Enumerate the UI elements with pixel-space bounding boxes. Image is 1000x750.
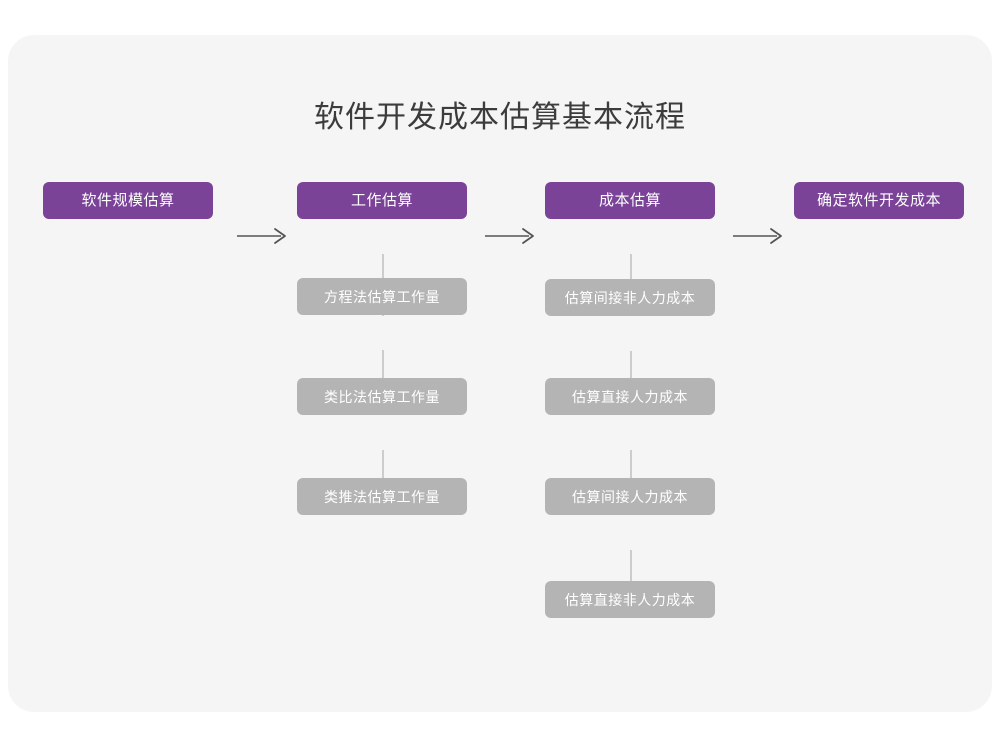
arrow-step2-to-step3	[483, 225, 539, 247]
sub-node-step-2-2[interactable]: 类比法估算工作量	[297, 378, 467, 415]
flow-node-step-4[interactable]: 确定软件开发成本	[794, 182, 964, 219]
sub-node-step-3-3[interactable]: 估算间接人力成本	[545, 478, 715, 515]
flow-node-step-1[interactable]: 软件规模估算	[43, 182, 213, 219]
sub-node-step-3-4[interactable]: 估算直接非人力成本	[545, 581, 715, 618]
sub-node-step-3-2[interactable]: 估算直接人力成本	[545, 378, 715, 415]
flow-node-step-3[interactable]: 成本估算	[545, 182, 715, 219]
flow-node-step-2[interactable]: 工作估算	[297, 182, 467, 219]
sub-node-step-2-3[interactable]: 类推法估算工作量	[297, 478, 467, 515]
page-title: 软件开发成本估算基本流程	[314, 101, 686, 134]
sub-node-step-2-1[interactable]: 方程法估算工作量	[297, 278, 467, 315]
arrow-step1-to-step2	[235, 225, 291, 247]
arrow-step3-to-step4	[731, 225, 787, 247]
sub-node-step-3-1[interactable]: 估算间接非人力成本	[545, 279, 715, 316]
diagram-card: 软件开发成本估算基本流程 软件规模估算 工作估算 成本估算 确定软件开发成本 方…	[8, 35, 992, 712]
